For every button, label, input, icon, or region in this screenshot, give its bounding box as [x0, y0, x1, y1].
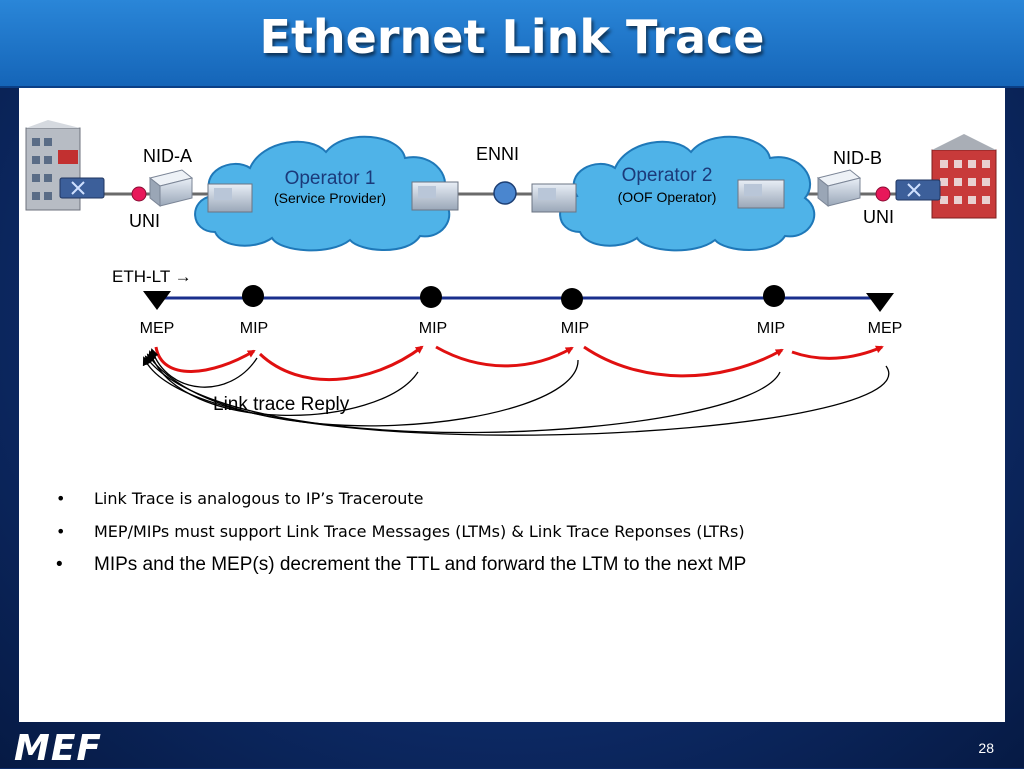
- customer-switch-left-icon: [59, 177, 105, 199]
- operator2-cloud: [559, 135, 816, 252]
- uni-left-point: [131, 186, 147, 202]
- operator1-name-label: Operator 1: [285, 168, 376, 189]
- mef-logo: MEF: [14, 728, 103, 769]
- bullet-marker: •: [56, 522, 66, 541]
- ltr-reply-arrow: [144, 355, 781, 434]
- nid-a-device-icon: [148, 169, 194, 208]
- bullet-text: MIPs and the MEP(s) decrement the TTL an…: [94, 554, 747, 575]
- point-label-mip-2: MIP: [419, 320, 447, 337]
- nid-b-label: NID-B: [833, 148, 882, 168]
- operator-switch-icon: [411, 181, 459, 211]
- link-trace-reply-label: Link trace Reply: [213, 394, 350, 415]
- bullet-list: • Link Trace is analogous to IP’s Tracero…: [56, 482, 986, 582]
- ltm-arrow: [791, 345, 884, 360]
- ltm-arrow: [435, 345, 574, 368]
- eth-lt-label: ETH-LT →: [112, 267, 192, 286]
- operator1-cloud: [194, 135, 451, 252]
- building-right-icon: [931, 134, 997, 219]
- ltr-reply-arrow: [148, 350, 419, 417]
- bullet-item: • MIPs and the MEP(s) decrement the TTL a…: [56, 548, 986, 582]
- title-bar: Ethernet Link Trace: [0, 0, 1024, 88]
- mep-right-marker: [866, 293, 894, 312]
- bullet-text: MEP/MIPs must support Link Trace Message…: [94, 522, 745, 541]
- point-label-mip-4: MIP: [757, 320, 785, 337]
- customer-switch-right-icon: [895, 179, 941, 201]
- mip-marker: [242, 285, 264, 307]
- bullet-item: • Link Trace is analogous to IP’s Tracero…: [56, 482, 986, 515]
- uni-right-label: UNI: [863, 207, 894, 227]
- operator-switch-icon: [207, 183, 253, 213]
- enni-point: [493, 181, 517, 205]
- mip-marker: [763, 285, 785, 307]
- enni-label: ENNI: [476, 144, 519, 164]
- operator2-role-label: (OOF Operator): [618, 189, 717, 205]
- ltm-arrow: [154, 346, 256, 373]
- mip-marker: [420, 286, 442, 308]
- point-label-mip-1: MIP: [240, 320, 268, 337]
- bullet-item: • MEP/MIPs must support Link Trace Messag…: [56, 515, 986, 548]
- ltr-reply-arrow: [142, 356, 890, 436]
- operator-switch-icon: [531, 183, 577, 213]
- uni-right-point: [875, 186, 891, 202]
- bullet-marker: •: [56, 554, 63, 575]
- operator1-role-label: (Service Provider): [274, 190, 386, 206]
- ltr-reply-arrow: [150, 348, 258, 388]
- page-number: 28: [978, 740, 994, 756]
- nid-b-device-icon: [816, 169, 862, 208]
- slide-title: Ethernet Link Trace: [259, 10, 765, 64]
- operator-switch-icon: [737, 179, 785, 209]
- mep-left-marker: [143, 291, 171, 310]
- point-label-mep-right: MEP: [868, 320, 903, 337]
- ltm-arrow: [258, 345, 424, 381]
- mip-marker: [561, 288, 583, 310]
- ltm-arrow: [583, 345, 784, 378]
- uni-left-label: UNI: [129, 211, 160, 231]
- point-label-mip-3: MIP: [561, 320, 589, 337]
- point-label-mep-left: MEP: [140, 320, 175, 337]
- bullet-marker: •: [56, 489, 66, 508]
- nid-a-label: NID-A: [143, 146, 192, 166]
- bullet-text: Link Trace is analogous to IP’s Tracerou…: [94, 489, 424, 508]
- operator2-name-label: Operator 2: [622, 165, 713, 186]
